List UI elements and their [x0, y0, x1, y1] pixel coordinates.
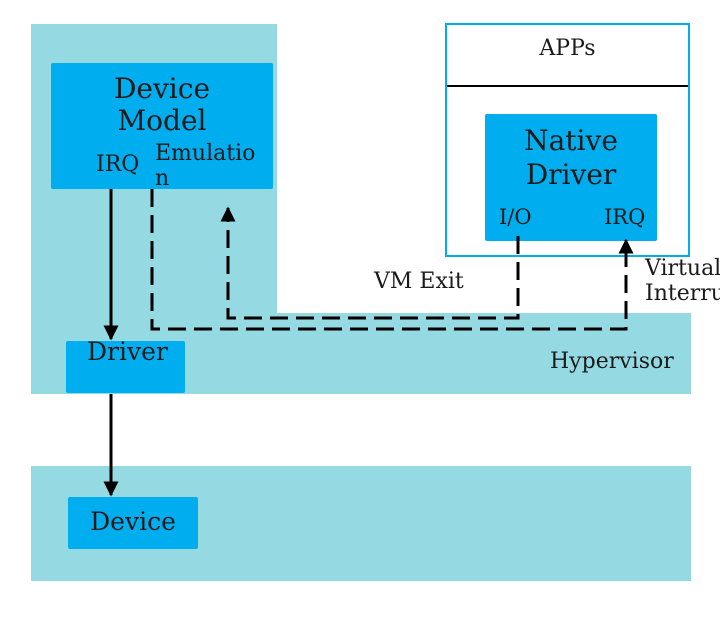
- vm-exit-dashed-arrow: [220, 206, 520, 320]
- device-box: [68, 497, 198, 549]
- device-model-irq-label: IRQ: [96, 152, 140, 177]
- vm-exit-label: VM Exit: [374, 269, 464, 294]
- device-label: Device: [90, 507, 176, 536]
- driver-box: [66, 341, 185, 393]
- apps-divider: [447, 85, 688, 87]
- device-model-title: Device Model: [113, 72, 211, 138]
- native-driver-irq-label: IRQ: [604, 205, 646, 229]
- driver-label: Driver: [87, 337, 168, 366]
- apps-label: APPs: [539, 36, 596, 61]
- native-driver-io-label: I/O: [499, 205, 532, 229]
- device-model-emulation-label: Emulation: [155, 141, 256, 192]
- virtual-interrupt-dashed-arrow: [150, 189, 634, 331]
- native-driver-title: Native Driver: [524, 124, 618, 191]
- device-model-box: [51, 63, 273, 189]
- native-driver-box: [485, 114, 657, 241]
- hypervisor-label: Hypervisor: [550, 349, 674, 374]
- virtual-interrupt-label: Virtual Interrupt: [645, 256, 720, 307]
